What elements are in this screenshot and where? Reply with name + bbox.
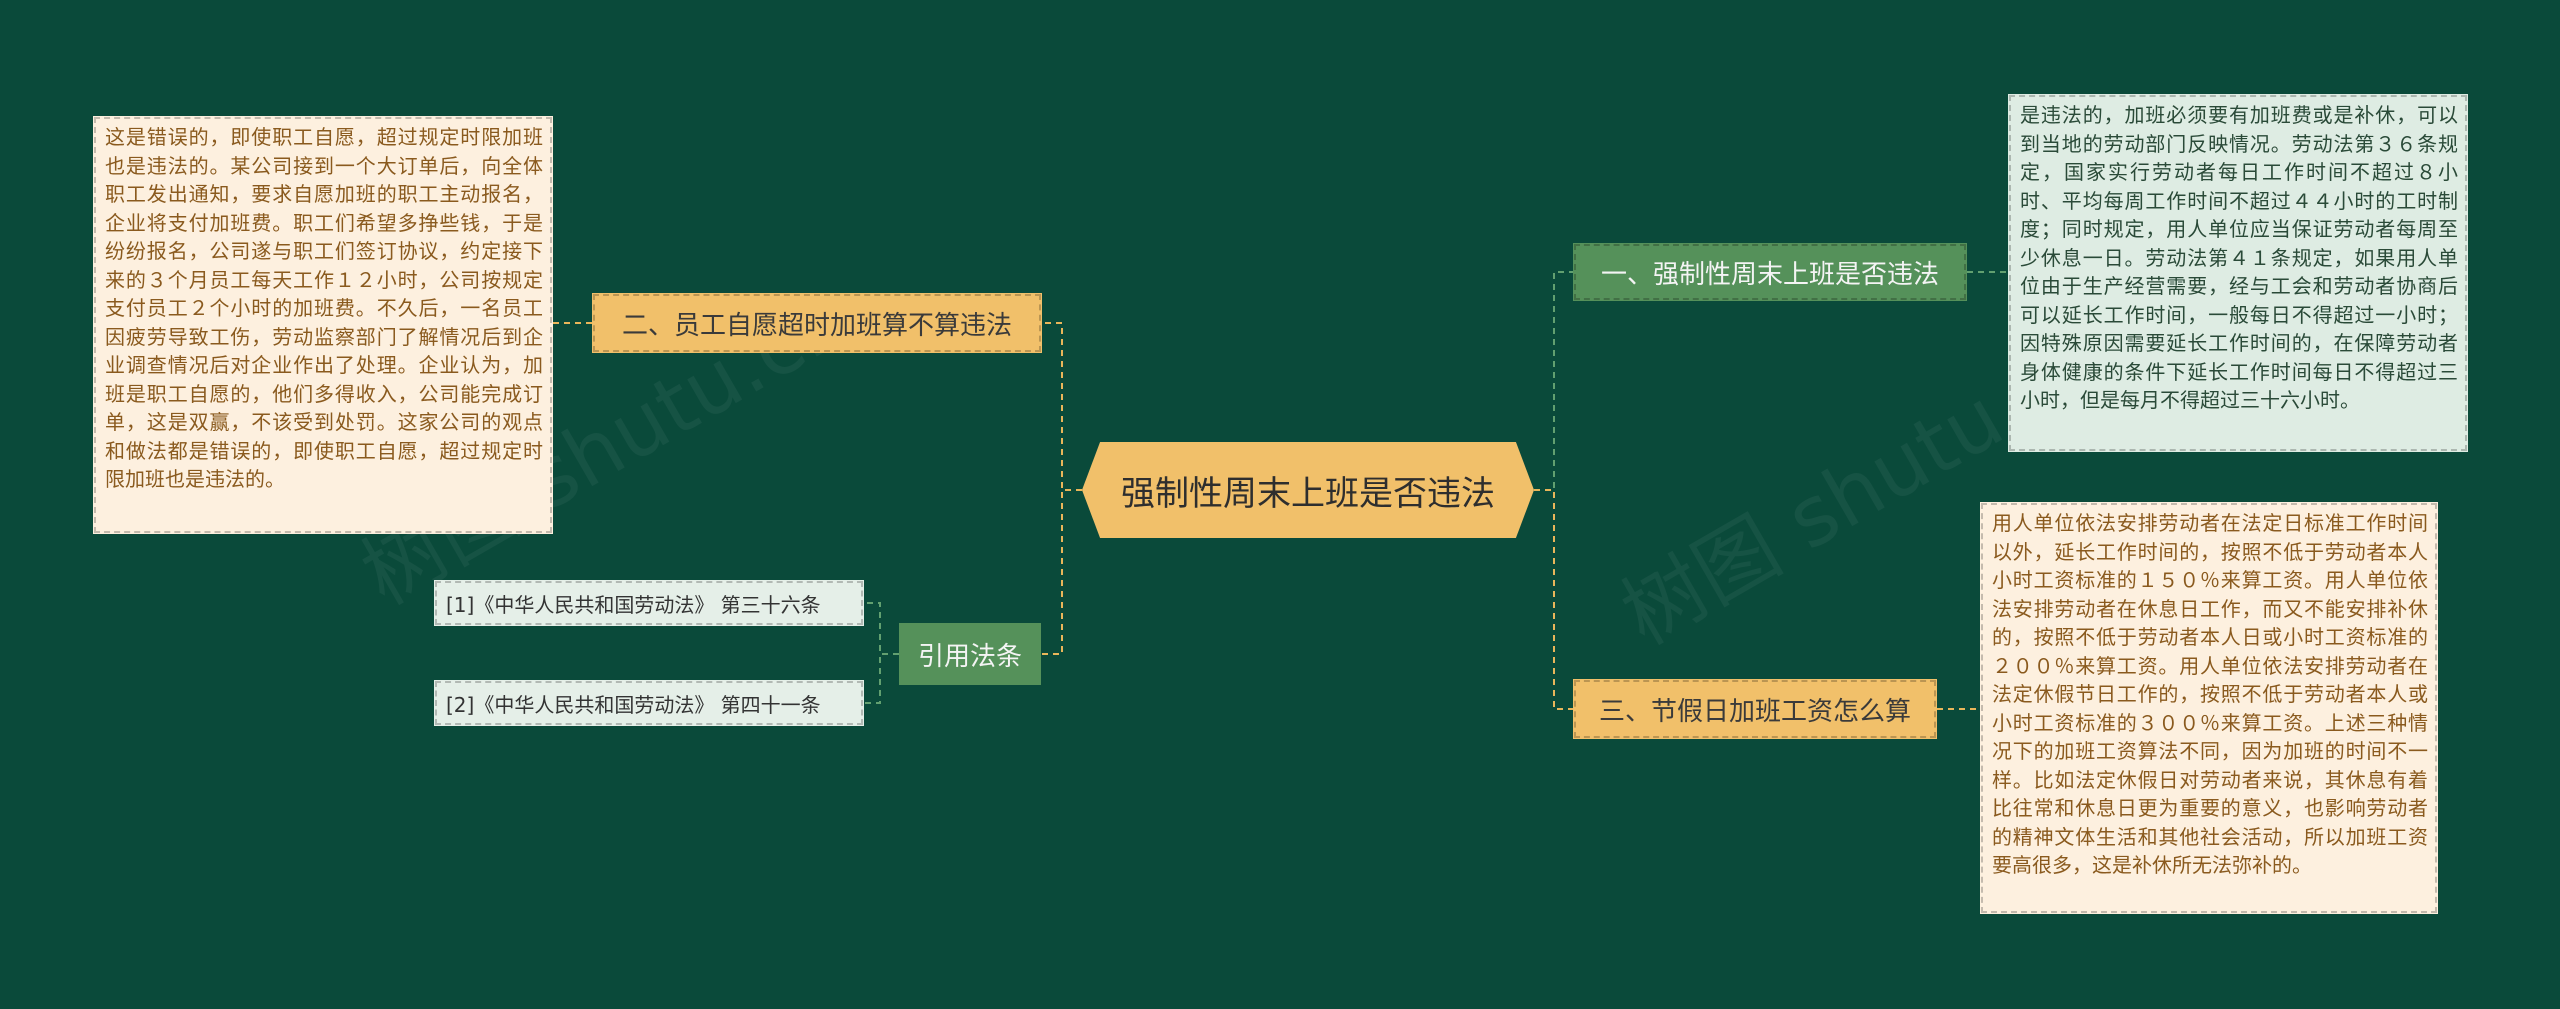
central-topic[interactable]: 强制性周末上班是否违法: [1082, 442, 1534, 538]
connector-center-left-top: [1042, 322, 1082, 491]
connector-center-right-bottom: [1534, 489, 1573, 710]
note-forced-weekend-work: 是违法的，加班必须要有加班费或是补休，可以到当地的劳动部门反映情况。劳动法第３６…: [2008, 94, 2468, 452]
connector-center-right-top: [1534, 271, 1573, 491]
reference-item[interactable]: [2]《中华人民共和国劳动法》 第四十一条: [434, 680, 864, 726]
branch-label: 二、员工自愿超时加班算不算违法: [621, 310, 1012, 341]
connector-ref-1: [864, 602, 899, 655]
reference-item[interactable]: [1]《中华人民共和国劳动法》 第三十六条: [434, 580, 864, 626]
reference-label: [2]《中华人民共和国劳动法》 第四十一条: [446, 692, 821, 717]
branch-holiday-overtime-pay[interactable]: 三、节假日加班工资怎么算: [1573, 679, 1937, 739]
connector-center-left-bottom: [1041, 489, 1082, 655]
branch-label: 三、节假日加班工资怎么算: [1598, 696, 1911, 727]
branch-forced-weekend-work[interactable]: 一、强制性周末上班是否违法: [1573, 243, 1967, 301]
branch-label: 引用法条: [917, 641, 1022, 672]
connector-ref-2: [864, 653, 899, 704]
branch-self-willing-overtime[interactable]: 二、员工自愿超时加班算不算违法: [592, 293, 1042, 353]
reference-label: [1]《中华人民共和国劳动法》 第三十六条: [446, 592, 821, 617]
branch-label: 一、强制性周末上班是否违法: [1600, 259, 1939, 290]
branch-cited-laws[interactable]: 引用法条: [899, 623, 1041, 685]
note-self-willing-overtime: 这是错误的，即使职工自愿，超过规定时限加班也是违法的。某公司接到一个大订单后，向…: [93, 116, 553, 534]
central-topic-label: 强制性周末上班是否违法: [1121, 473, 1495, 514]
note-holiday-overtime-pay: 用人单位依法安排劳动者在法定日标准工作时间以外，延长工作时间的，按照不低于劳动者…: [1980, 502, 2438, 914]
